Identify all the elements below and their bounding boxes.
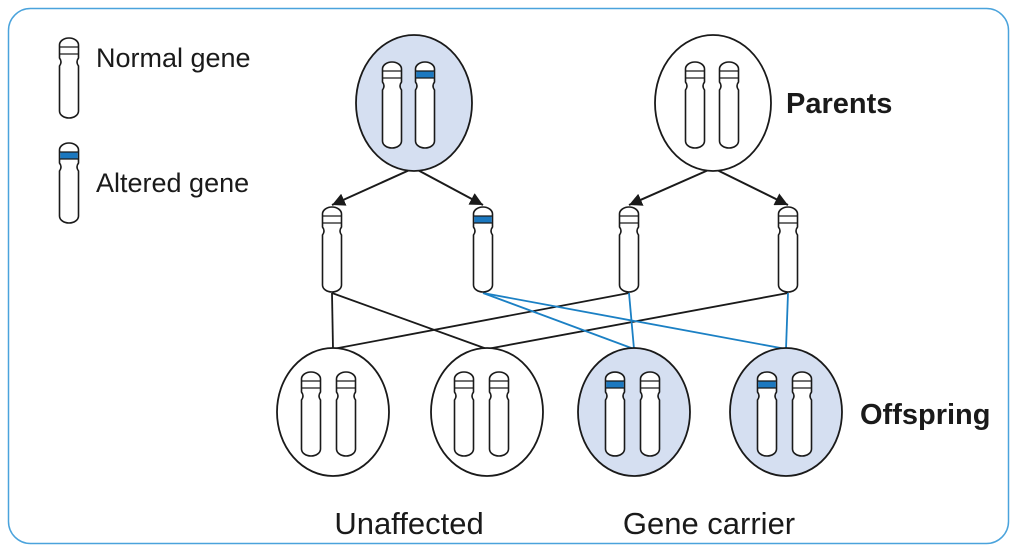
normal-chromosome-glyph bbox=[58, 37, 80, 119]
gamete-altered-chromosome bbox=[472, 206, 494, 293]
offspring-4 bbox=[729, 347, 843, 477]
normal-chromosome bbox=[453, 371, 475, 457]
normal-chromosome bbox=[718, 61, 740, 149]
chromosome-body bbox=[58, 37, 80, 119]
legend-altered-label: Altered gene bbox=[96, 168, 249, 198]
chromosome-body bbox=[381, 61, 403, 149]
carrier-connection-line bbox=[482, 292, 787, 350]
inheritance-arrow bbox=[413, 167, 484, 206]
parent-1 bbox=[355, 34, 473, 172]
normal-chromosome bbox=[684, 61, 706, 149]
chromosome-body bbox=[777, 206, 799, 293]
offspring-1 bbox=[276, 347, 390, 477]
chromosome-body bbox=[639, 371, 661, 457]
altered-chromosome bbox=[756, 371, 778, 457]
offspring-2 bbox=[430, 347, 544, 477]
normal-chromosome bbox=[639, 371, 661, 457]
chromosome-body bbox=[718, 61, 740, 149]
inheritance-arrow bbox=[712, 167, 789, 206]
carrier-connection-line bbox=[785, 292, 789, 350]
parents-row bbox=[355, 34, 772, 172]
altered-gene-band bbox=[758, 381, 776, 388]
chromosome-body bbox=[58, 142, 80, 224]
altered-chromosome bbox=[414, 61, 436, 149]
gamete-normal-chromosome bbox=[777, 206, 799, 293]
unaffected-connection-line bbox=[331, 292, 488, 350]
chromosome-body bbox=[300, 371, 322, 457]
carrier-connection-line bbox=[482, 292, 635, 350]
altered-gene-icon bbox=[58, 142, 80, 224]
gene-carrier-caption: Gene carrier bbox=[623, 506, 795, 541]
unaffected-connection-line bbox=[331, 292, 334, 350]
normal-chromosome bbox=[791, 371, 813, 457]
normal-chromosome bbox=[488, 371, 510, 457]
altered-chromosome bbox=[604, 371, 626, 457]
normal-chromosome bbox=[381, 61, 403, 149]
legend-normal-label: Normal gene bbox=[96, 43, 251, 73]
chromosome-body bbox=[321, 206, 343, 293]
inheritance-arrow bbox=[331, 167, 415, 206]
gamete-normal-chromosome bbox=[618, 206, 640, 293]
chromosome-body bbox=[791, 371, 813, 457]
inheritance-arrow bbox=[628, 167, 714, 206]
offspring-cell bbox=[577, 347, 691, 477]
parent-cell bbox=[654, 34, 772, 172]
offspring-cell bbox=[430, 347, 544, 477]
gamete-offspring-connections bbox=[331, 292, 789, 350]
legend: Normal gene Altered gene bbox=[58, 37, 251, 224]
chromosome-body bbox=[604, 371, 626, 457]
chromosome-body bbox=[414, 61, 436, 149]
altered-gene-band bbox=[416, 71, 434, 78]
normal-chromosome bbox=[300, 371, 322, 457]
chromosome-body bbox=[453, 371, 475, 457]
chromosome-body bbox=[488, 371, 510, 457]
chromosome-body bbox=[618, 206, 640, 293]
parents-label: Parents bbox=[786, 88, 892, 120]
chromosome-body bbox=[756, 371, 778, 457]
chromosome-body bbox=[684, 61, 706, 149]
offspring-cell bbox=[276, 347, 390, 477]
offspring-cell bbox=[729, 347, 843, 477]
normal-chromosome bbox=[335, 371, 357, 457]
offspring-row bbox=[276, 347, 843, 477]
gametes-row bbox=[321, 206, 799, 293]
altered-gene-band bbox=[606, 381, 624, 388]
offspring-3 bbox=[577, 347, 691, 477]
parent-2 bbox=[654, 34, 772, 172]
gamete-normal-chromosome bbox=[321, 206, 343, 293]
unaffected-caption: Unaffected bbox=[334, 506, 483, 541]
parent-cell bbox=[355, 34, 473, 172]
altered-chromosome-glyph bbox=[58, 142, 80, 224]
offspring-label: Offspring bbox=[860, 399, 991, 431]
altered-gene-band bbox=[60, 152, 78, 159]
unaffected-connection-line bbox=[332, 292, 630, 350]
normal-gene-icon bbox=[58, 37, 80, 119]
parent-gamete-arrows bbox=[331, 167, 789, 206]
altered-gene-band bbox=[474, 216, 492, 223]
diagram-frame bbox=[7, 7, 1010, 545]
chromosome-body bbox=[472, 206, 494, 293]
chromosome-body bbox=[335, 371, 357, 457]
